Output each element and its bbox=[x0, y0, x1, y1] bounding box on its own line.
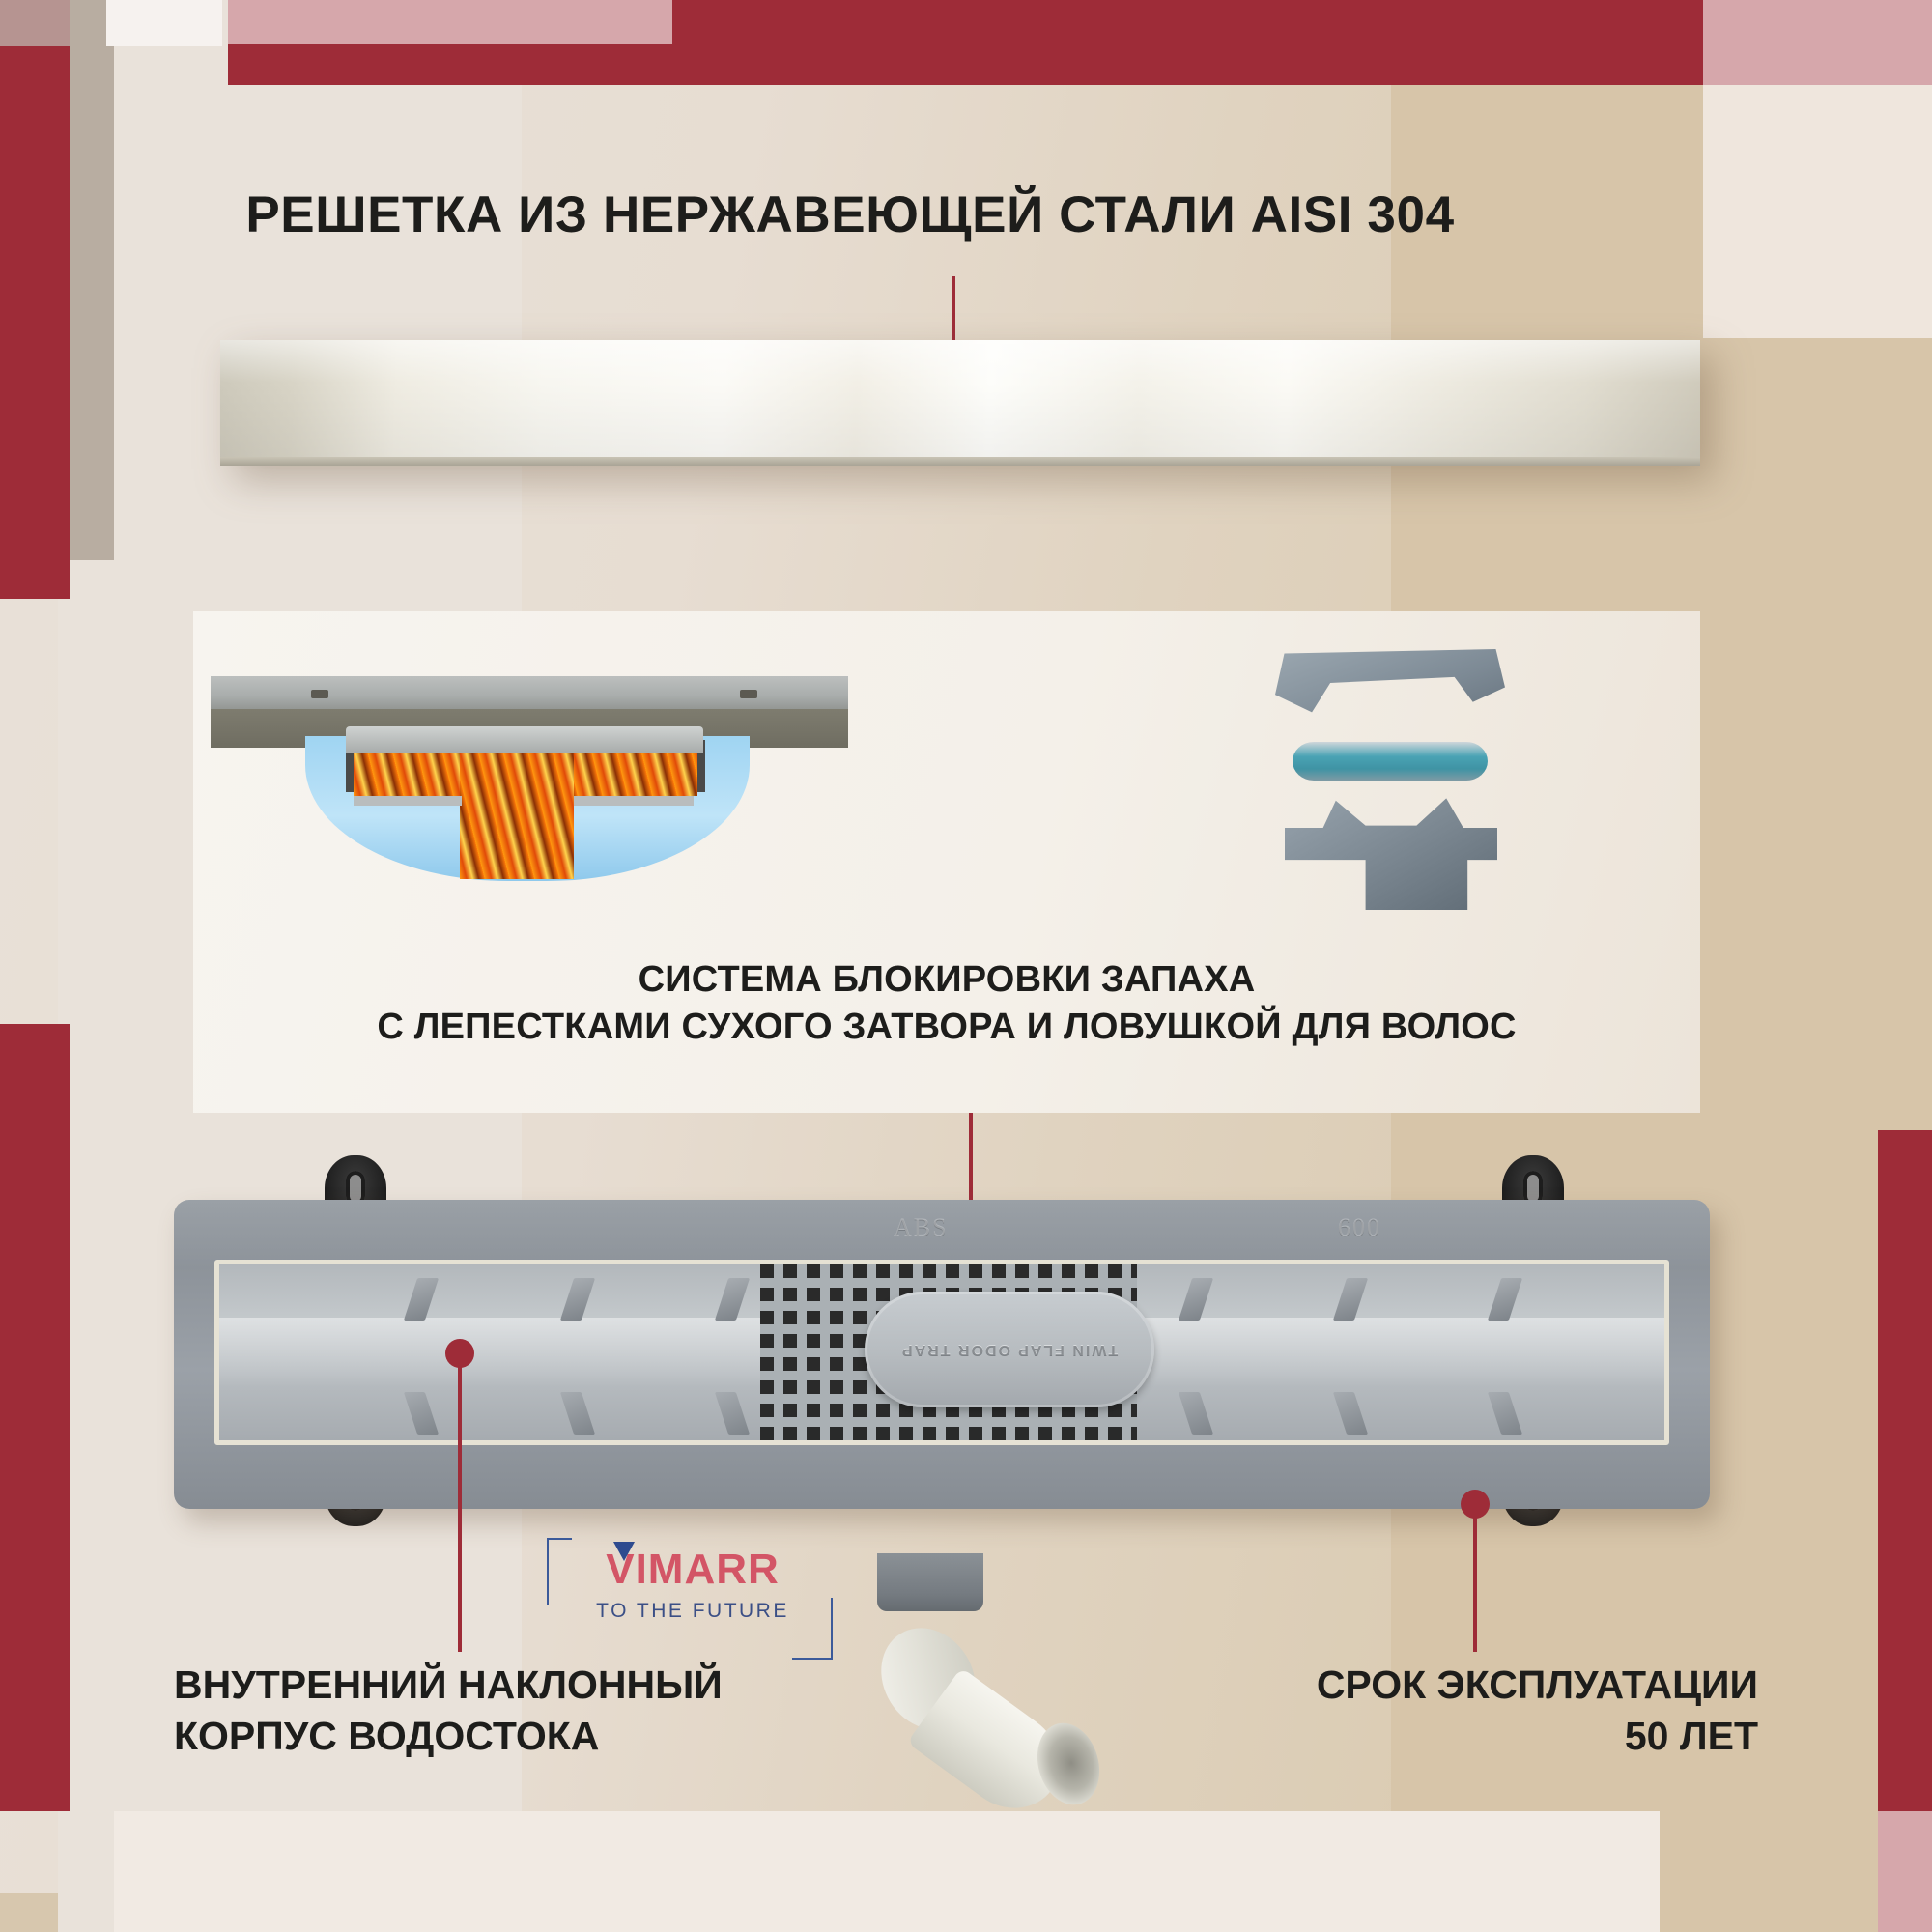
decor-pink-block-bottom-right bbox=[1878, 1811, 1932, 1932]
trough-rib-bottom-3 bbox=[714, 1392, 751, 1435]
trough-rib-top-1 bbox=[403, 1278, 440, 1321]
caption-left-line-2: КОРПУС ВОДОСТОКА bbox=[174, 1714, 600, 1759]
rubber-seal-part bbox=[1293, 742, 1488, 781]
pointer-line-lifespan bbox=[1473, 1503, 1477, 1652]
trough-rib-top-6 bbox=[1487, 1278, 1523, 1321]
trough-rib-top-2 bbox=[559, 1278, 596, 1321]
sloped-inner-trough: TWIN FLAP ODOR TRAP bbox=[214, 1260, 1669, 1445]
stainless-grate-bar bbox=[220, 340, 1700, 466]
exploded-parts-group bbox=[1275, 649, 1507, 910]
xsec-airflow-vertical bbox=[460, 753, 574, 879]
pointer-dot-lifespan bbox=[1461, 1490, 1490, 1519]
xsec-screw-right bbox=[740, 690, 757, 698]
decor-pink-block-top-left bbox=[228, 0, 672, 44]
hair-trap-grid-part bbox=[1275, 649, 1505, 713]
dry-flap-housing-part bbox=[1285, 798, 1497, 910]
caption-left-line-1: ВНУТРЕННИЙ НАКЛОННЫЙ bbox=[174, 1662, 723, 1707]
trough-rib-bottom-5 bbox=[1332, 1392, 1369, 1435]
odor-system-caption: СИСТЕМА БЛОКИРОВКИ ЗАПАХА С ЛЕПЕСТКАМИ С… bbox=[193, 956, 1700, 1050]
trough-rib-bottom-4 bbox=[1178, 1392, 1214, 1435]
decor-mauve-corner-top-left bbox=[0, 0, 70, 46]
grate-surface bbox=[220, 340, 1700, 466]
vimarr-wordmark: VIMARR bbox=[606, 1542, 780, 1593]
drain-abs-body: ABS 600 TWIN FLAP ODOR TRAP bbox=[174, 1200, 1710, 1611]
pointer-line-inner-body bbox=[458, 1352, 462, 1652]
vimarr-logo: VIMARR TO THE FUTURE bbox=[572, 1542, 813, 1623]
trough-rib-top-5 bbox=[1332, 1278, 1369, 1321]
logo-bracket-left bbox=[547, 1538, 572, 1605]
odor-caption-line-1: СИСТЕМА БЛОКИРОВКИ ЗАПАХА bbox=[638, 959, 1256, 1000]
decor-white-block-top-left bbox=[106, 0, 222, 46]
emboss-length-600: 600 bbox=[1338, 1213, 1381, 1241]
decor-red-bar-bottom-left bbox=[0, 1024, 70, 1811]
decor-taupe-stripe-left bbox=[70, 0, 114, 560]
cross-section-illustration bbox=[211, 676, 848, 889]
xsec-flap-right bbox=[574, 796, 694, 806]
decor-red-bar-top-left bbox=[0, 0, 70, 599]
pointer-line-grate bbox=[952, 276, 955, 396]
odor-caption-line-2: С ЛЕПЕСТКАМИ СУХОГО ЗАТВОРА И ЛОВУШКОЙ Д… bbox=[377, 1006, 1517, 1047]
drain-outlet-spigot bbox=[877, 1553, 983, 1611]
caption-right-line-1: СРОК ЭКСПЛУАТАЦИИ bbox=[1316, 1662, 1758, 1707]
logo-bracket-right bbox=[792, 1598, 833, 1660]
decor-cream-band-bottom bbox=[114, 1811, 1660, 1932]
trough-rib-bottom-1 bbox=[403, 1392, 440, 1435]
emboss-material-abs: ABS bbox=[894, 1213, 949, 1241]
decor-cream-block-top-right bbox=[1703, 85, 1932, 338]
page-title: РЕШЕТКА ИЗ НЕРЖАВЕЮЩЕЙ СТАЛИ AISI 304 bbox=[245, 186, 1455, 243]
xsec-flap-left bbox=[354, 796, 462, 806]
xsec-screw-left bbox=[311, 690, 328, 698]
xsec-trap-cap bbox=[346, 726, 703, 753]
trough-rib-top-3 bbox=[714, 1278, 751, 1321]
odor-trap-cap-label: TWIN FLAP ODOR TRAP bbox=[900, 1342, 1119, 1358]
linear-drain-product: ABS 600 TWIN FLAP ODOR TRAP bbox=[174, 1155, 1710, 1611]
caption-inner-sloped-body: ВНУТРЕННИЙ НАКЛОННЫЙ КОРПУС ВОДОСТОКА bbox=[174, 1660, 782, 1763]
pointer-dot-inner-body bbox=[445, 1339, 474, 1368]
caption-right-line-2: 50 ЛЕТ bbox=[1624, 1714, 1758, 1759]
decor-red-bar-right bbox=[1878, 1130, 1932, 1811]
trough-rib-bottom-6 bbox=[1487, 1392, 1523, 1435]
odor-trap-cap: TWIN FLAP ODOR TRAP bbox=[865, 1292, 1154, 1407]
trough-rib-bottom-2 bbox=[559, 1392, 596, 1435]
trough-rib-top-4 bbox=[1178, 1278, 1214, 1321]
drain-outlet-hose bbox=[862, 1608, 1109, 1831]
caption-service-life: СРОК ЭКСПЛУАТАЦИИ 50 ЛЕТ bbox=[1140, 1660, 1758, 1763]
vimarr-tagline: TO THE FUTURE bbox=[596, 1600, 789, 1622]
decor-pink-block-top-right bbox=[1703, 0, 1932, 85]
